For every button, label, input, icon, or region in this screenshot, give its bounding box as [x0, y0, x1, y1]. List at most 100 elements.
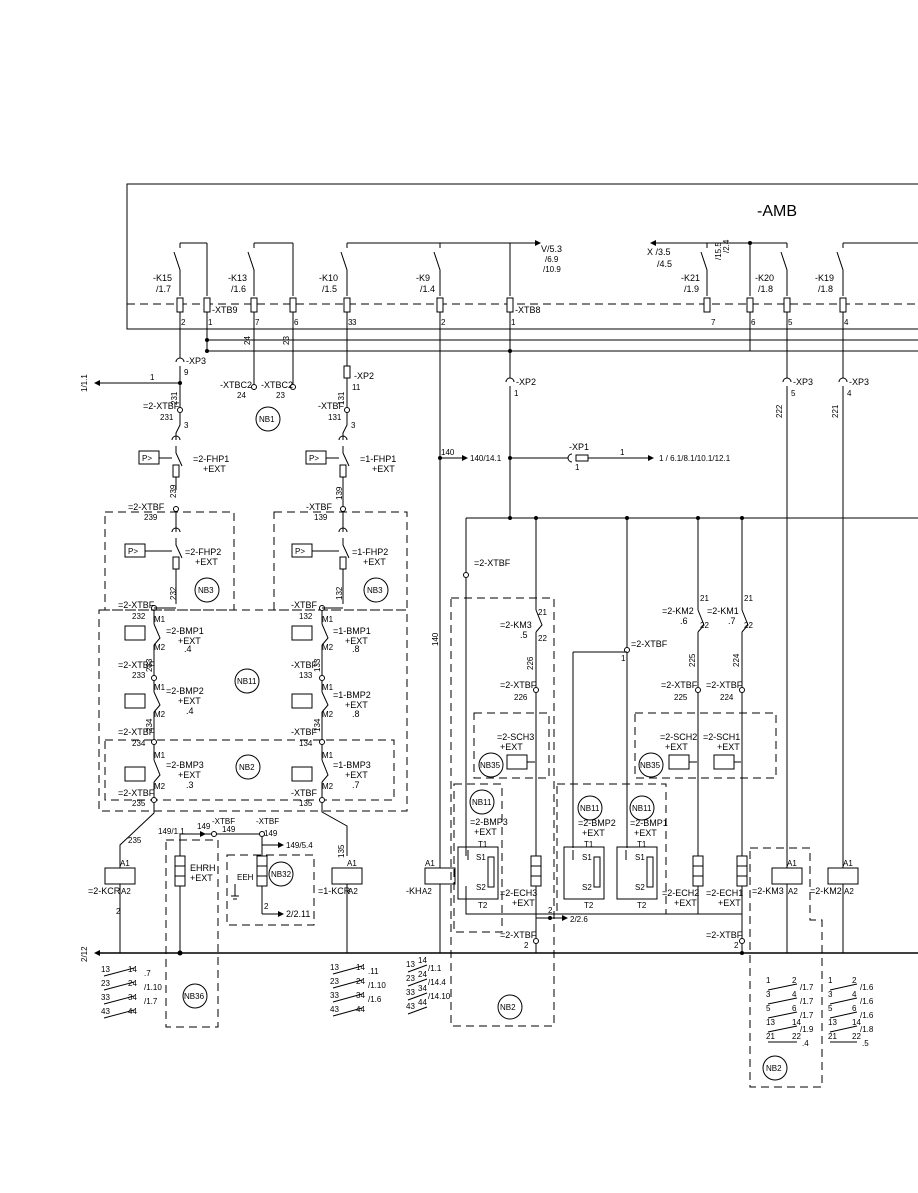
fhp1-mid-name: =1-FHP1 [360, 454, 396, 464]
relay-k19-name: -K19 [815, 273, 834, 283]
kcr1-name: =1-KCR [318, 886, 351, 896]
fhp2-mid-ext: +EXT [363, 557, 386, 567]
ref-x-155: /15.5 [714, 242, 723, 260]
pin-m2: M2 [154, 643, 166, 652]
kh-name: -KH [406, 886, 422, 896]
ct-kcr1-b: 34 [356, 991, 365, 1000]
ct-kcr1-b: 24 [356, 977, 365, 986]
pin-a2: A2 [121, 887, 131, 896]
left-xtbf-234: =2-XTBF [118, 727, 155, 737]
nb1-label: NB1 [259, 415, 275, 424]
xp1-ref: 1 / 6.1/8.1/10.1/12.1 [659, 454, 731, 463]
pin-m1: M1 [154, 683, 166, 692]
xtbf-149a: -XTBF [212, 817, 235, 826]
right-xtbf-top: =2-XTBF [474, 558, 511, 568]
ech2-name: =2-ECH2 [662, 888, 699, 898]
ct-km3-b: 14 [792, 1018, 801, 1027]
ct-km2-c: /1.8 [860, 1025, 874, 1034]
left-235: 235 [132, 799, 146, 808]
bmp2-s1: S1 [582, 853, 592, 862]
relay-k21-name: -K21 [681, 273, 700, 283]
xp3-4: 4 [847, 389, 852, 398]
nb35-b-label: NB35 [640, 761, 661, 770]
xp2-mid-11: 11 [352, 383, 361, 392]
pin-a1: A1 [425, 859, 435, 868]
nb11-d-label: NB11 [632, 804, 652, 813]
km3-contact-21: 21 [538, 608, 547, 617]
relay-k9-ref: /1.4 [420, 284, 435, 294]
relay-k19-ref: /1.8 [818, 284, 833, 294]
ehrh-name: EHRH [190, 863, 216, 873]
mid-xtbf-132: -XTBF [291, 600, 318, 610]
xtbf-1-num: 1 [621, 654, 626, 663]
nb3-left-label: NB3 [198, 586, 214, 595]
wire-131: 131 [337, 391, 346, 405]
wire-2-ech3: 2 [548, 906, 553, 915]
ref-149-54: 149/5.4 [286, 841, 313, 850]
ct-km2-c: /1.6 [860, 997, 874, 1006]
ct-kcr2-c: /1.10 [144, 983, 162, 992]
mid-139: 139 [314, 513, 328, 522]
relay-k21-ref: /1.9 [684, 284, 699, 294]
ref-x-24: /2.4 [722, 239, 731, 253]
pin-m2: M2 [322, 643, 334, 652]
wire-139: 139 [335, 486, 344, 500]
ct-kh-a: 43 [406, 1002, 415, 1011]
sch1-name: =2-SCH1 [703, 732, 740, 742]
ct-km2-a: 13 [828, 1018, 837, 1027]
xp1-label: -XP1 [569, 442, 589, 452]
bottom-ref: 2/12 [80, 946, 89, 962]
km2-name: =2-KM2 [662, 606, 694, 616]
ct-kcr1-b: 14 [356, 963, 365, 972]
ct-km3-b: 22 [792, 1032, 801, 1041]
ref-v-109: /10.9 [543, 265, 561, 274]
left-232: 232 [132, 612, 146, 621]
xtbf-149b: -XTBF [256, 817, 279, 826]
bmp2-right-name: =2-BMP2 [578, 818, 616, 828]
mid-xtbf-131: -XTBF [318, 401, 345, 411]
xtb9-label: -XTB9 [212, 305, 238, 315]
pin-m2: M2 [154, 710, 166, 719]
fhp2-mid-name: =1-FHP2 [352, 547, 388, 557]
pin-m1: M1 [154, 751, 166, 760]
pin-a2: A2 [348, 887, 358, 896]
ref-149-11: 149/1.1 [158, 827, 185, 836]
relay-k9-name: -K9 [416, 273, 430, 283]
relay-k15-ref: /1.7 [156, 284, 171, 294]
nb35-a-label: NB35 [480, 761, 501, 770]
nb32-label: NB32 [271, 870, 292, 879]
wire-221: 221 [831, 404, 840, 418]
relay-k13-name: -K13 [228, 273, 247, 283]
ech1-name: =2-ECH1 [706, 888, 743, 898]
nb11-c-label: NB11 [580, 804, 600, 813]
wire-134: 134 [313, 718, 322, 732]
bmp3-mid-ext: +EXT [345, 770, 368, 780]
ct-kcr2-a: 33 [101, 993, 110, 1002]
bmp1-left-name: =2-BMP1 [166, 626, 204, 636]
ct-km3-c: /1.7 [800, 983, 814, 992]
bottom-devices: A1 A2 =2-KCR 2 NB36 149/1.1 149 -XTBF 14… [88, 817, 859, 1028]
ct-km2-c: .5 [862, 1039, 869, 1048]
fhp1-mid-ext: +EXT [372, 464, 395, 474]
xp2-right-label: -XP2 [516, 377, 536, 387]
ech1-ext: +EXT [718, 898, 741, 908]
pin-a1: A1 [347, 859, 357, 868]
xtbf-2a-num: 2 [524, 941, 529, 950]
contact-table-km2: 1 2 /1.6 3 4 /1.6 5 6 /1.6 13 14 /1.8 21… [828, 976, 874, 1048]
ct-kcr2-a: 23 [101, 979, 110, 988]
km2-ref: .6 [680, 616, 688, 626]
ref-226: 2/2.6 [570, 915, 588, 924]
bmp2-s2: S2 [582, 883, 592, 892]
km2-contact-22: 22 [700, 621, 709, 630]
xtbf-224-label: =2-XTBF [706, 680, 743, 690]
wire-132: 132 [335, 586, 344, 600]
ct-kh-a: 23 [406, 974, 415, 983]
ct-km2-b: 2 [852, 976, 857, 985]
ct-km2-b: 6 [852, 1004, 857, 1013]
fhp2-left-p: P> [128, 547, 138, 556]
sch3-ext: +EXT [500, 742, 523, 752]
xp3-9: 9 [184, 368, 189, 377]
bmp2-t2: T2 [584, 901, 594, 910]
ct-kcr2-c: .7 [144, 969, 151, 978]
